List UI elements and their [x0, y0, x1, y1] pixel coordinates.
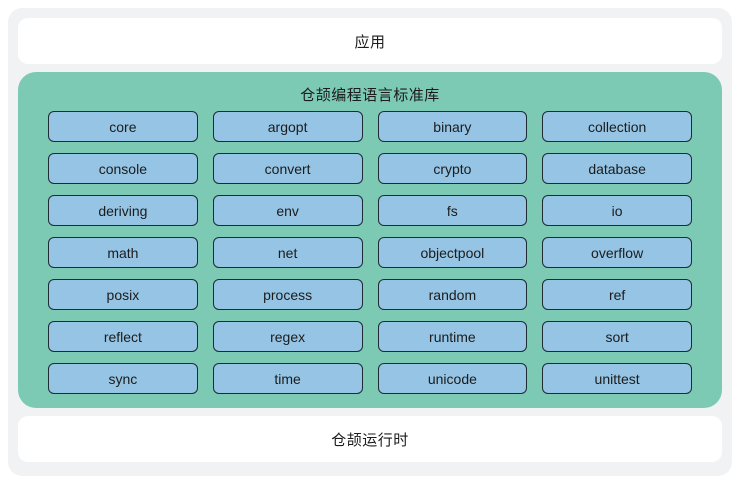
module-box-fs: fs [377, 195, 528, 226]
module-box-console: console [48, 153, 198, 184]
module-box-core: core [48, 111, 198, 142]
module-box-unittest: unittest [542, 363, 692, 394]
module-box-runtime: runtime [377, 321, 528, 352]
module-box-random: random [377, 279, 528, 310]
app-layer-bar: 应用 [18, 18, 722, 64]
stdlib-container: 仓颉编程语言标准库 core argopt binary collection cons… [18, 72, 722, 408]
module-box-time: time [212, 363, 363, 394]
module-box-regex: regex [212, 321, 363, 352]
stdlib-title: 仓颉编程语言标准库 [300, 87, 440, 104]
module-box-overflow: overflow [542, 237, 692, 268]
runtime-layer-label: 仓颉运行时 [331, 431, 409, 449]
app-layer-label: 应用 [354, 33, 386, 51]
runtime-layer-bar: 仓颉运行时 [18, 416, 722, 462]
module-box-math: math [48, 237, 198, 268]
module-box-convert: convert [212, 153, 363, 184]
module-box-ref: ref [542, 279, 692, 310]
module-box-unicode: unicode [377, 363, 528, 394]
module-box-argopt: argopt [212, 111, 363, 142]
module-box-crypto: crypto [377, 153, 528, 184]
module-box-binary: binary [377, 111, 528, 142]
module-box-process: process [212, 279, 363, 310]
module-box-net: net [212, 237, 363, 268]
module-box-posix: posix [48, 279, 198, 310]
stdlib-grid: core argopt binary collection console convert… [48, 111, 692, 394]
module-box-io: io [542, 195, 692, 226]
module-box-sync: sync [48, 363, 198, 394]
module-box-env: env [212, 195, 363, 226]
module-box-sort: sort [542, 321, 692, 352]
module-box-reflect: reflect [48, 321, 198, 352]
module-box-database: database [542, 153, 692, 184]
module-box-collection: collection [542, 111, 692, 142]
module-box-deriving: deriving [48, 195, 198, 226]
module-box-objectpool: objectpool [377, 237, 528, 268]
